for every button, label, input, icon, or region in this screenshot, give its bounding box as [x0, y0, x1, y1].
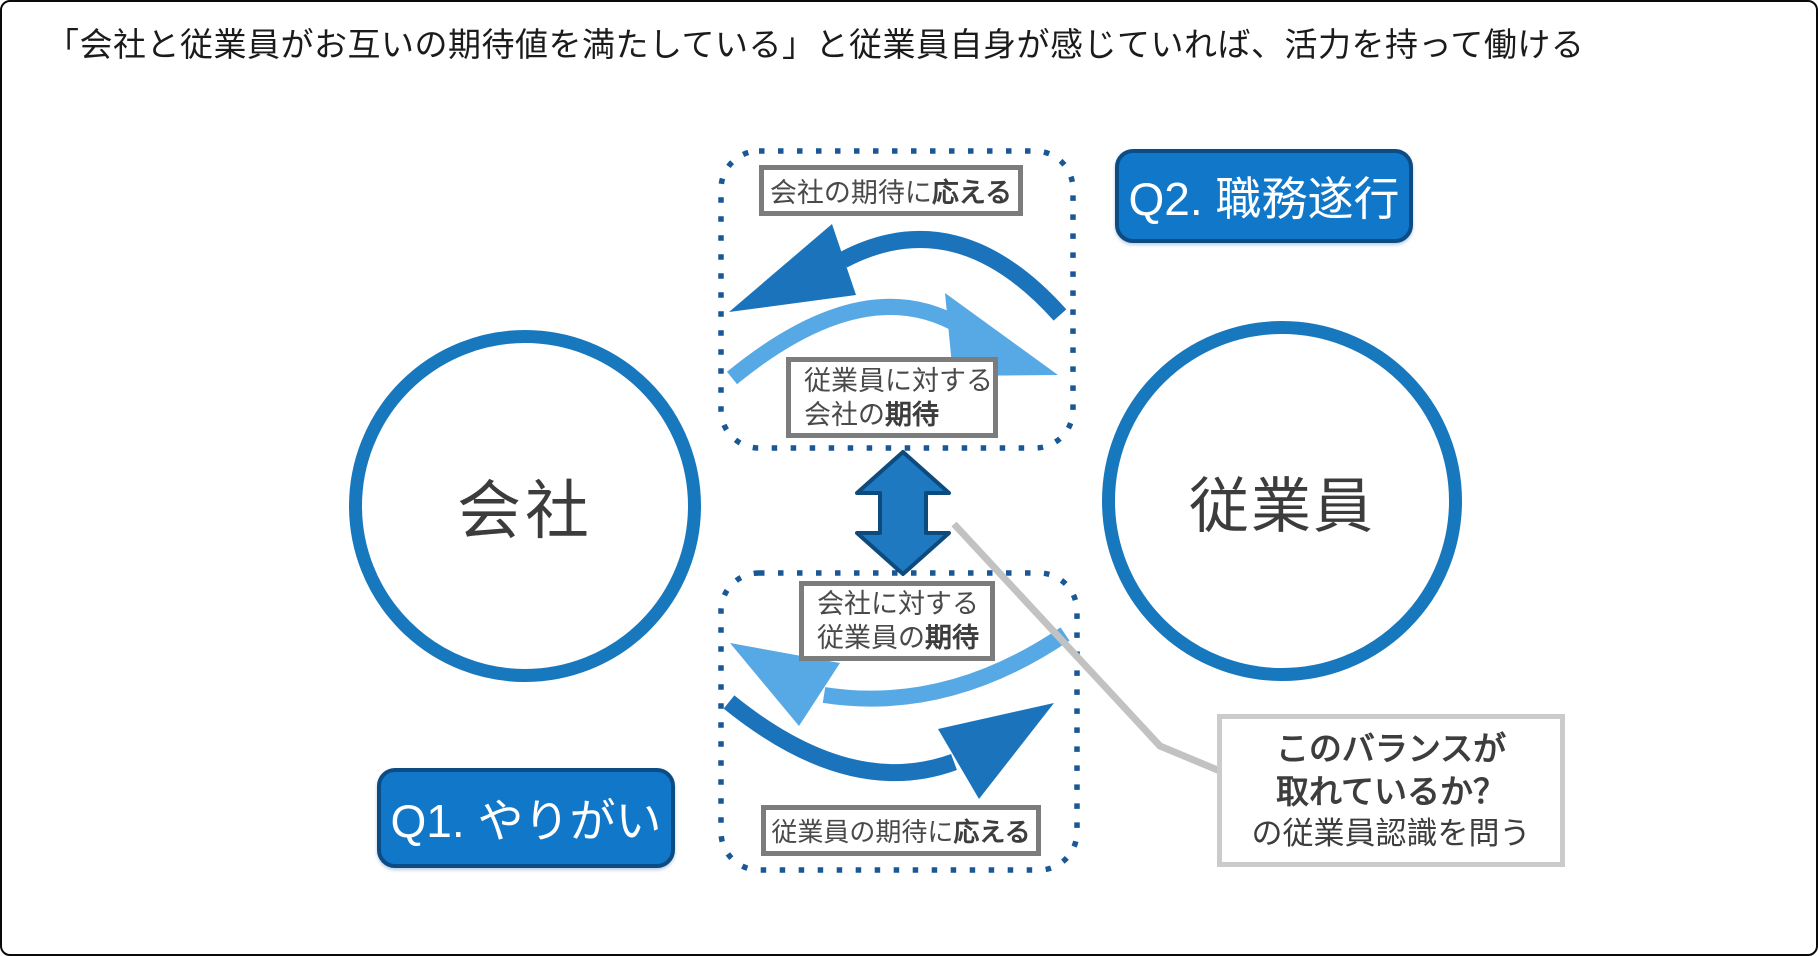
label-text: 会社の期待に: [769, 178, 932, 208]
respond-to-employee-expectation-label: 従業員の期待に応える: [761, 805, 1041, 856]
label-text: 従業員の: [817, 623, 925, 653]
company-label: 会社: [457, 475, 593, 547]
employee-expectation-toward-company-label: 会社に対する 従業員の期待: [799, 581, 995, 661]
badge-label: Q2. 職務遂行: [1128, 173, 1400, 225]
balance-question-callout: このバランスが 取れているか？ の従業員認識を問う: [1217, 714, 1565, 867]
q2-job-performance-badge: Q2. 職務遂行: [1115, 149, 1413, 243]
diagram-title: 「会社と従業員がお互いの期待値を満たしている」と従業員自身が感じていれば、活力を…: [46, 26, 1585, 63]
label-line1: 会社に対する: [817, 589, 979, 619]
q1-job-satisfaction-badge: Q1. やりがい: [377, 768, 675, 868]
label-emphasis: 応える: [953, 817, 1031, 847]
label-line1: 従業員に対する: [804, 365, 993, 396]
bottom-dark-curved-arrow-icon: [723, 695, 1054, 799]
label-emphasis: 期待: [885, 399, 939, 430]
vertical-double-arrow-icon: [855, 450, 951, 576]
company-expectation-toward-employee-label: 従業員に対する 会社の期待: [786, 357, 998, 438]
label-text: 会社の: [804, 399, 885, 430]
respond-to-company-expectation-label: 会社の期待に応える: [759, 165, 1023, 216]
top-dark-curved-arrow-icon: [729, 224, 1067, 321]
employee-label: 従業員: [1189, 472, 1375, 540]
label-emphasis: 応える: [931, 178, 1013, 208]
label-line2: 従業員の期待: [817, 621, 990, 655]
label-emphasis: 期待: [925, 623, 979, 653]
badge-label: Q1. やりがい: [390, 795, 662, 847]
label-text: 従業員の期待に: [771, 817, 954, 847]
company-circle: 会社: [349, 330, 701, 682]
callout-line2: 取れているか？: [1275, 772, 1506, 810]
callout-line3: の従業員認識を問う: [1251, 815, 1531, 851]
employee-circle: 従業員: [1102, 321, 1462, 681]
label-line2: 会社の期待: [804, 398, 993, 432]
callout-line1: このバランスが: [1275, 729, 1507, 767]
